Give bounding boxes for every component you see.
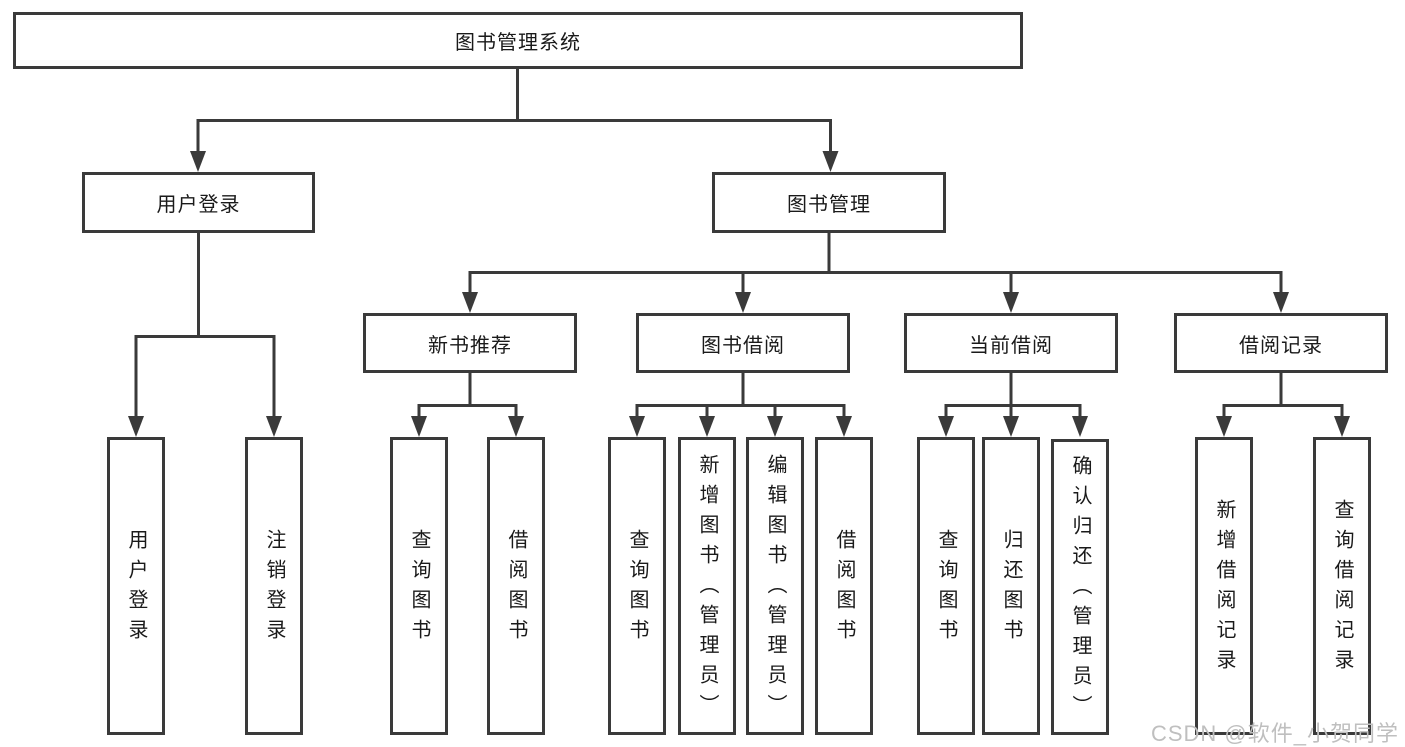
leaf-borrow-book-recommend: 借阅图书	[487, 437, 545, 735]
leaf-add-book-admin: 新增图书（管理员）	[678, 437, 736, 735]
leaf-query-book-current: 查询图书	[917, 437, 975, 735]
leaf-borrow-book: 借阅图书	[815, 437, 873, 735]
node-user-login: 用户登录	[82, 172, 315, 233]
leaf-add-borrow-record: 新增借阅记录	[1195, 437, 1253, 735]
leaf-query-book-borrow: 查询图书	[608, 437, 666, 735]
leaf-query-book-recommend: 查询图书	[390, 437, 448, 735]
leaf-query-borrow-record: 查询借阅记录	[1313, 437, 1371, 735]
node-book-management: 图书管理	[712, 172, 946, 233]
node-current-borrow: 当前借阅	[904, 313, 1118, 373]
leaf-return-book: 归还图书	[982, 437, 1040, 735]
leaf-edit-book-admin: 编辑图书（管理员）	[746, 437, 804, 735]
leaf-confirm-return-admin: 确认归还（管理员）	[1051, 439, 1109, 735]
node-root: 图书管理系统	[13, 12, 1023, 69]
node-new-book-recommend: 新书推荐	[363, 313, 577, 373]
node-borrow-records: 借阅记录	[1174, 313, 1388, 373]
leaf-user-login: 用户登录	[107, 437, 165, 735]
node-book-borrow: 图书借阅	[636, 313, 850, 373]
watermark: CSDN @软件_小贺同学	[1150, 721, 1399, 746]
leaf-logout: 注销登录	[245, 437, 303, 735]
